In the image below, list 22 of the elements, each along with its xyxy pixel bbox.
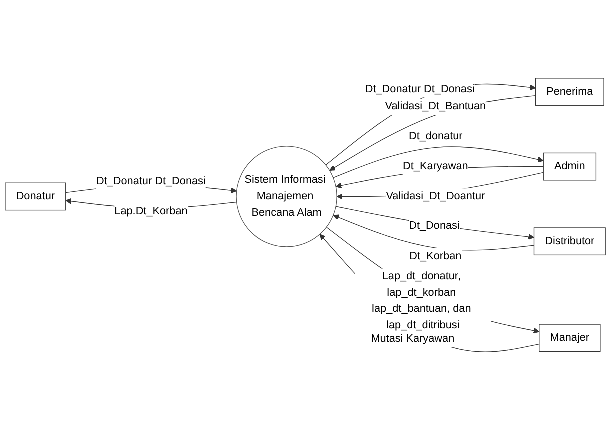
arrow (333, 214, 535, 250)
edge-label: Dt_Karyawan (403, 160, 468, 172)
arrow (330, 95, 536, 171)
edge-label: Dt_Donatur Dt_Donasi (365, 83, 475, 95)
node-box: Manajer (539, 324, 601, 352)
edge-label: Dt_Korban (410, 250, 462, 262)
arrow (333, 146, 544, 178)
edge-label: Validasi_Dt_Bantuan (385, 100, 486, 112)
edge-label: Validasi_Dt_Doantur (386, 190, 486, 202)
node-circle: Sistem Informasi Manajemen Bencana Alam (236, 146, 338, 248)
edge-label: Dt_Donatur Dt_Donasi (96, 175, 206, 187)
node-box: Distributor (534, 227, 606, 256)
edge-label: Dt_Donasi (409, 220, 460, 232)
node-box: Donatur (5, 182, 66, 210)
arrow (326, 226, 540, 334)
edge-label: Mutasi Karyawan (371, 333, 455, 345)
node-box: Admin (543, 152, 597, 180)
arrow (336, 206, 535, 240)
node-box: Penerima (535, 78, 604, 106)
edge-label: Dt_donatur (408, 130, 463, 142)
edge-label: Lap.Dt_Korban (114, 205, 188, 217)
edge-label: Lap_dt_donatur, lap_dt_korban lap_dt_bantuan, dan lap_dt_ditribusi (372, 270, 472, 331)
